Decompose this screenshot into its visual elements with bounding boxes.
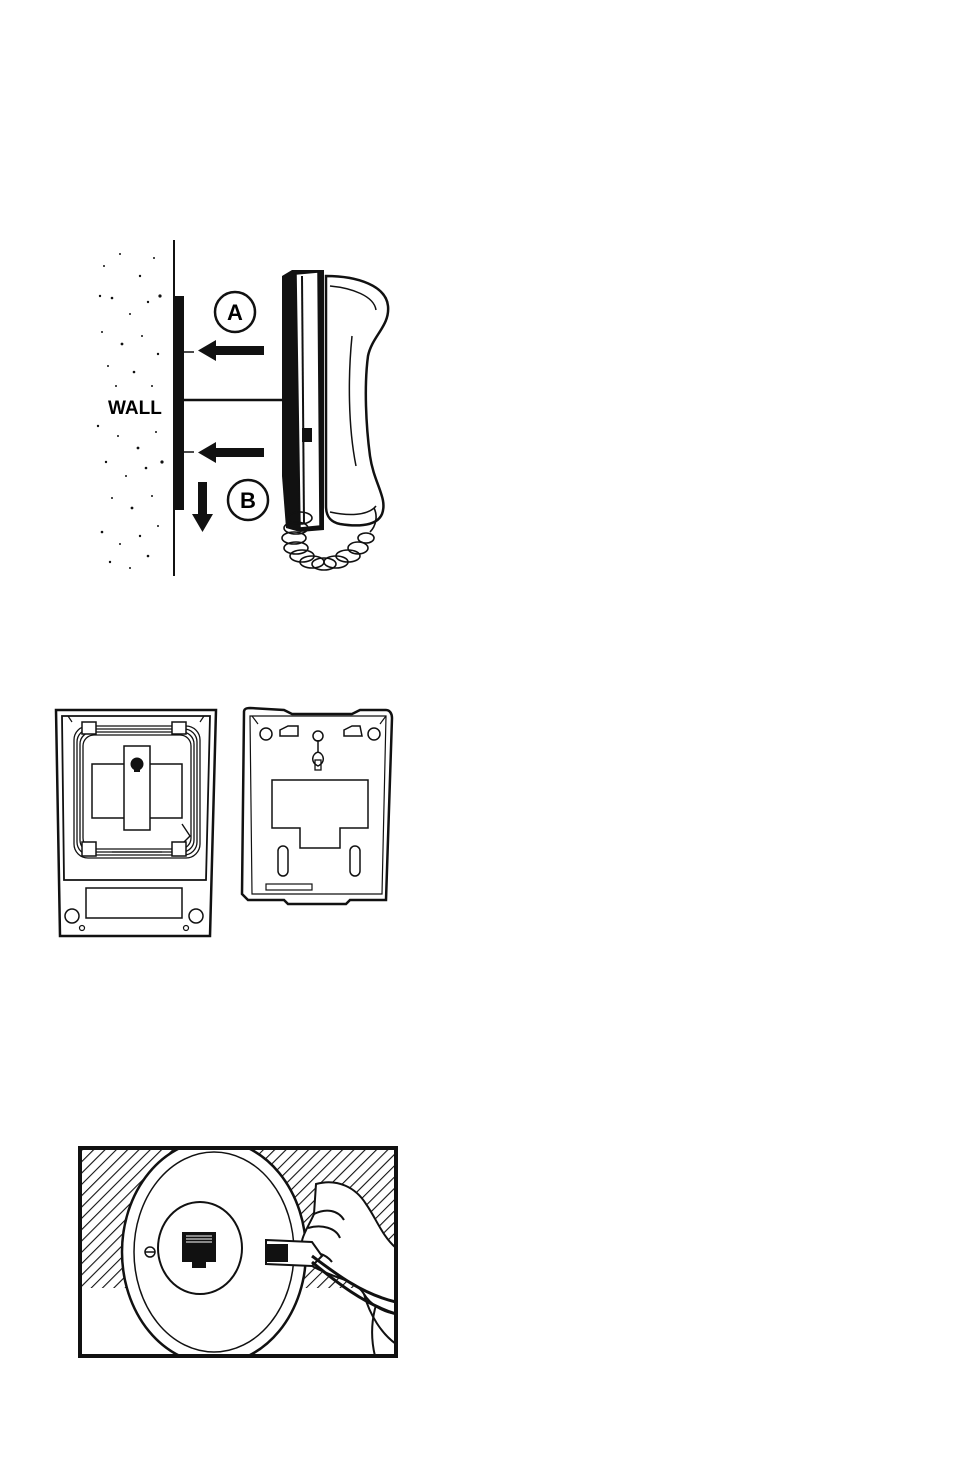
- arrow-a-icon: [198, 340, 264, 361]
- telephone-side-icon: [282, 270, 388, 532]
- base-and-bracket-diagram: [52, 704, 398, 944]
- wall-mount-illustration: WALL A B: [90, 236, 400, 586]
- wall-bracket-icon: [242, 708, 392, 904]
- wall-mount-diagram: WALL A B: [90, 236, 400, 586]
- step-b-label: B: [240, 488, 256, 513]
- step-a-label: A: [227, 300, 243, 325]
- telephone-base-icon: [56, 710, 216, 936]
- mounting-plate: [174, 296, 184, 510]
- arrow-b-icon: [192, 482, 213, 532]
- wall-label: WALL: [108, 398, 162, 419]
- wall-jack-illustration: [76, 1144, 400, 1360]
- arrow-a-lower-icon: [198, 442, 264, 463]
- base-and-bracket-illustration: [52, 704, 398, 944]
- wall-jack-diagram: [76, 1144, 400, 1360]
